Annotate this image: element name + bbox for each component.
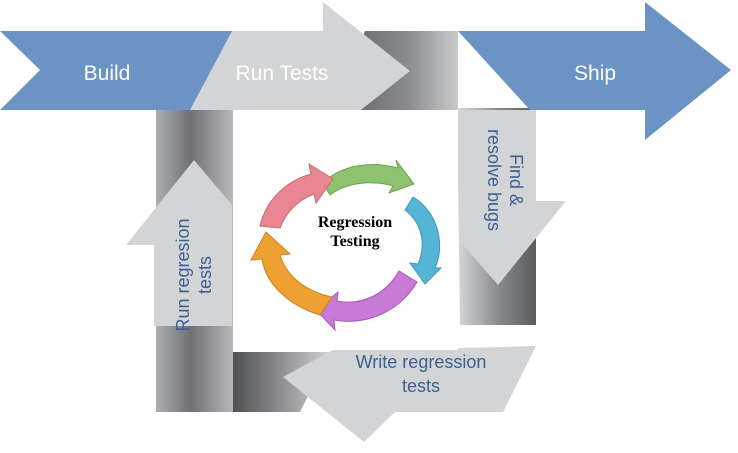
find-bugs-arrow	[458, 110, 566, 285]
cycle-arrow-purple-icon	[315, 270, 418, 332]
build-arrow	[0, 31, 232, 110]
center-title-line1: Regression	[318, 214, 392, 231]
center-title-line2: Testing	[330, 233, 379, 250]
find-bugs-label: Find & resolve bugs	[484, 129, 526, 231]
run-regression-arrow	[126, 160, 232, 326]
cycle-arrow-pink-icon	[259, 162, 334, 229]
cycle-arrow-blue-icon	[404, 196, 443, 285]
build-label: Build	[84, 62, 131, 85]
ship-label: Ship	[574, 62, 616, 85]
write-tests-label-line2: tests	[402, 376, 440, 396]
ship-arrow	[458, 2, 731, 140]
run-regression-label-line1: Run regresion	[173, 218, 193, 331]
run-regression-label: Run regresion tests	[173, 218, 215, 331]
run-regression-label-line2: tests	[195, 256, 215, 294]
cycle-arrow-green-icon	[322, 159, 415, 196]
write-tests-arrow	[283, 333, 536, 442]
run-tests-label: Run Tests	[236, 62, 329, 85]
find-bugs-label-line2: resolve bugs	[484, 129, 504, 231]
find-bugs-label-line1: Find &	[506, 154, 526, 206]
cycle-arrow-orange-icon	[250, 231, 333, 316]
write-tests-label-line1: Write regression	[356, 352, 487, 372]
